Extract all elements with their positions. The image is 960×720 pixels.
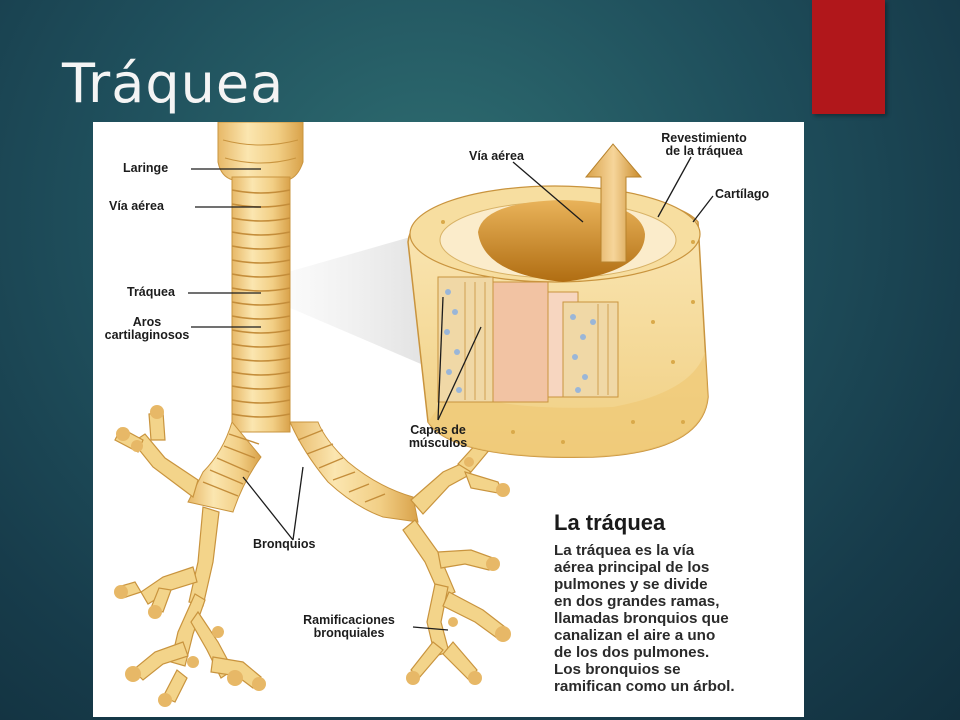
accent-bar — [812, 0, 885, 114]
label-cartilage: Cartílago — [715, 187, 770, 201]
info-body: La tráquea es la vía aérea principal de … — [554, 542, 735, 695]
label-muscle-layers: Capas de músculos — [408, 423, 468, 450]
info-panel: La tráquea La tráquea es la vía aérea pr… — [554, 510, 794, 695]
label-larynx: Laringe — [123, 161, 169, 175]
label-airway-section: Vía aérea — [469, 149, 524, 163]
label-tracheal-lining: Revestimiento de la tráquea — [661, 131, 747, 158]
trachea-illustration — [114, 122, 714, 707]
label-trachea: Tráquea — [127, 285, 175, 299]
label-bronchi: Bronquios — [253, 537, 316, 551]
slide-title: Tráquea — [62, 52, 285, 115]
label-bronchial-branches: Ramificaciones bronquiales — [303, 613, 395, 640]
trachea-diagram: Laringe Vía aérea Tráquea Aros cartilagi… — [93, 122, 804, 717]
label-cartilage-rings: Aros cartilaginosos — [104, 315, 190, 342]
label-airway-left: Vía aérea — [109, 199, 164, 213]
info-heading: La tráquea — [554, 510, 666, 535]
